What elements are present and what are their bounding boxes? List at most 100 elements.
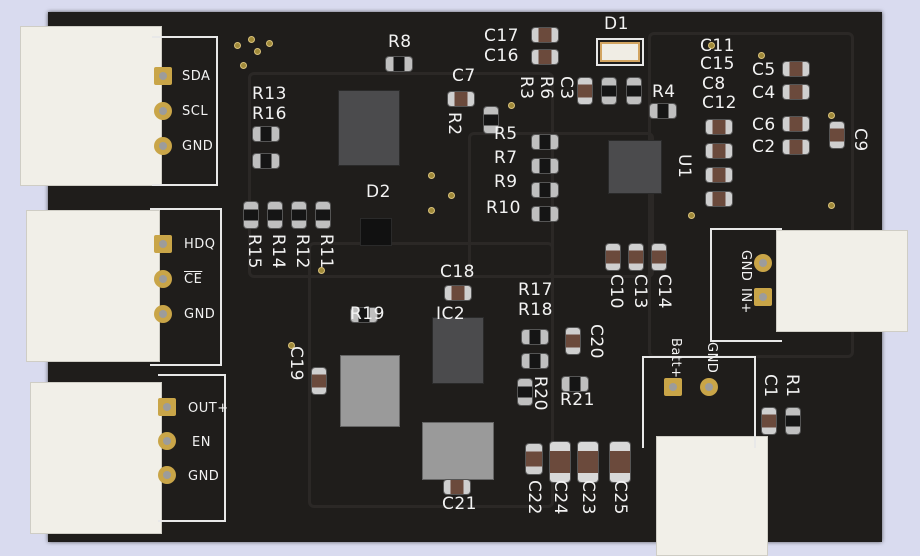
- pin-ce: [154, 270, 172, 288]
- label-c11: C11: [700, 36, 736, 56]
- capacitor-c11: [706, 192, 732, 206]
- label-c19: C19: [286, 346, 306, 382]
- capacitor-c14: [652, 244, 666, 270]
- resistor-r9: [532, 183, 558, 197]
- label-r13: R13: [252, 84, 287, 104]
- capacitor-c15: [706, 168, 732, 182]
- resistor-r12: [292, 202, 306, 228]
- capacitor-c17: [532, 28, 558, 42]
- capacitor-c6: [783, 117, 809, 131]
- label-r2: R2: [444, 112, 464, 136]
- label-c8: C8: [702, 74, 726, 94]
- label-scl: SCL: [182, 104, 209, 119]
- resistor-r5: [532, 135, 558, 149]
- label-r6: R6: [536, 76, 556, 100]
- label-c20: C20: [586, 324, 606, 360]
- pin-hdq: [154, 235, 172, 253]
- label-c4: C4: [752, 83, 776, 103]
- label-u1: U1: [674, 154, 694, 179]
- label-r9: R9: [494, 172, 518, 192]
- label-r15: R15: [244, 234, 264, 269]
- capacitor-c21: [444, 480, 470, 494]
- label-c21: C21: [442, 494, 478, 514]
- capacitor-c3: [578, 78, 592, 104]
- label-r7: R7: [494, 148, 518, 168]
- ic-u1-qfn: [608, 140, 662, 194]
- pin-en: [158, 432, 176, 450]
- label-c23: C23: [578, 480, 598, 516]
- label-c12: C12: [702, 93, 738, 113]
- label-sda: SDA: [182, 69, 211, 84]
- label-r1: R1: [782, 374, 802, 398]
- resistor-r1: [786, 408, 800, 434]
- trace: [308, 242, 554, 508]
- via: [266, 40, 273, 47]
- label-r10: R10: [486, 198, 521, 218]
- pin-in-plus: [754, 288, 772, 306]
- label-in-plus: IN+: [738, 288, 753, 314]
- label-c1: C1: [760, 374, 780, 398]
- capacitor-c25: [610, 442, 630, 482]
- resistor-r6: [602, 78, 616, 104]
- capacitor-c9: [830, 122, 844, 148]
- inductor-l1: [340, 355, 400, 427]
- connector-hdq-outline: [150, 208, 222, 366]
- label-c24: C24: [550, 480, 570, 516]
- connector-in-outline: [710, 228, 782, 342]
- via: [240, 62, 247, 69]
- resistor-r2: [484, 107, 498, 133]
- via: [248, 36, 255, 43]
- capacitor-c1: [762, 408, 776, 434]
- via: [234, 42, 241, 49]
- label-r20: R20: [530, 376, 550, 411]
- inductor-l2: [422, 422, 494, 480]
- pin-gnd-out: [158, 466, 176, 484]
- resistor-r3-pad: [627, 78, 641, 104]
- label-r14: R14: [268, 234, 288, 269]
- resistor-r14: [268, 202, 282, 228]
- label-r17: R17: [518, 280, 553, 300]
- label-c15: C15: [700, 54, 736, 74]
- resistor-r20: [518, 379, 532, 405]
- via: [448, 192, 455, 199]
- via: [828, 112, 835, 119]
- capacitor-c22: [526, 444, 542, 474]
- connector-out-outline: [158, 374, 226, 522]
- label-gnd: GND: [188, 469, 220, 484]
- capacitor-c2: [783, 140, 809, 154]
- label-en: EN: [192, 435, 211, 450]
- label-c13: C13: [630, 274, 650, 310]
- label-r5: R5: [494, 124, 518, 144]
- label-out-plus: OUT+: [188, 401, 229, 416]
- connector-i2c: [20, 26, 162, 186]
- via: [254, 48, 261, 55]
- diode-d2: [360, 218, 392, 246]
- capacitor-c18: [445, 286, 471, 300]
- led-d1: [600, 42, 640, 62]
- resistor-r7: [532, 159, 558, 173]
- via: [508, 102, 515, 109]
- resistor-r8: [386, 57, 412, 71]
- pin-sda: [154, 67, 172, 85]
- pin-gnd-i2c: [154, 137, 172, 155]
- connector-out: [30, 382, 162, 534]
- label-c7: C7: [452, 66, 476, 86]
- connector-in: [776, 230, 908, 332]
- pin-gnd-in: [754, 254, 772, 272]
- label-gnd: GND: [184, 307, 216, 322]
- resistor-r15: [244, 202, 258, 228]
- label-c18: C18: [440, 262, 476, 282]
- label-r8: R8: [388, 32, 412, 52]
- pin-scl: [154, 102, 172, 120]
- connector-i2c-outline: [152, 36, 218, 186]
- label-c17: C17: [484, 26, 520, 46]
- label-gnd: GND: [182, 139, 214, 154]
- d1-outline: [596, 38, 644, 66]
- pin-gnd-hdq: [154, 305, 172, 323]
- resistor-r10: [532, 207, 558, 221]
- label-ic2: IC2: [436, 304, 466, 324]
- via: [708, 42, 715, 49]
- via: [758, 52, 765, 59]
- resistor-r4: [650, 104, 676, 118]
- via: [288, 342, 295, 349]
